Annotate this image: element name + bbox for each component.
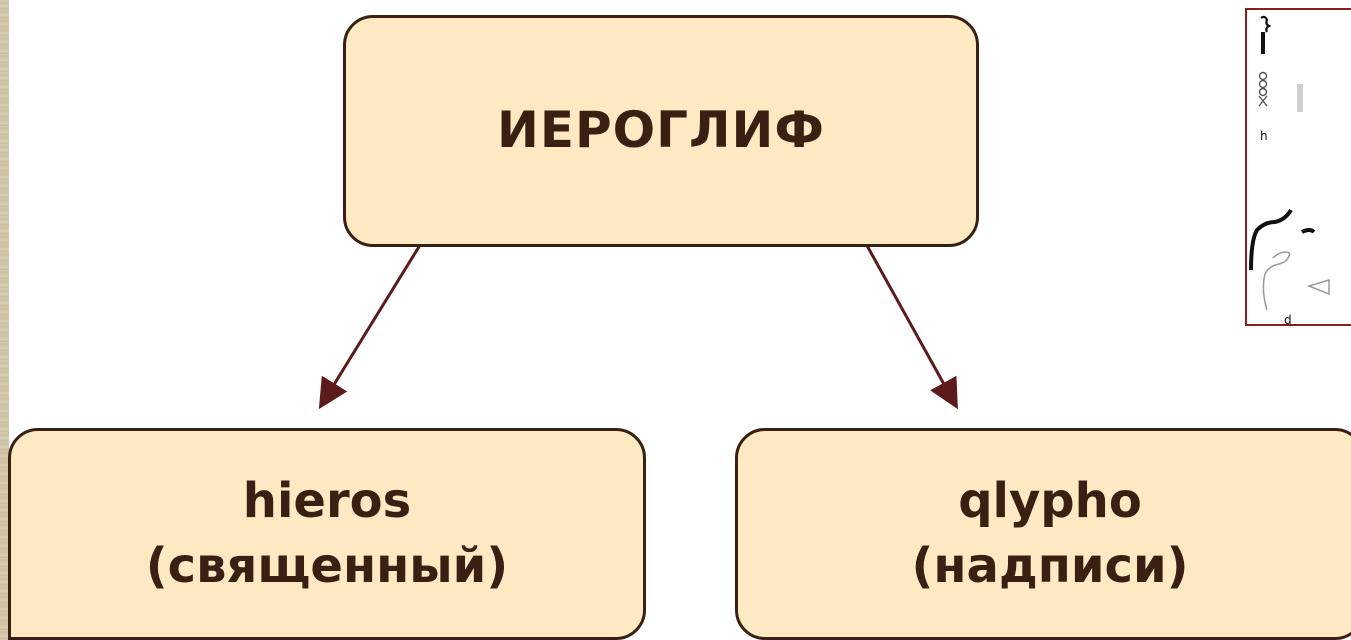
child-node-hieros: hieros (священный) [8,428,646,640]
glyph-label-d: d [1284,313,1292,326]
hieroglyph-image-panel: h d [1245,8,1351,326]
child-node-qlypho: qlypho (надписи) [735,428,1351,640]
reed-glyph-icon [1260,15,1272,54]
mouth-outline-glyph-icon [1306,278,1330,296]
glyph-label-h: h [1260,129,1268,143]
twisted-rope-glyph-icon [1258,71,1268,107]
child-node-meaning: (священный) [145,538,509,594]
arrow-to-left-child [318,223,435,410]
child-node-word: hieros [242,473,412,530]
left-decorative-border [0,0,9,640]
root-node-box: ИЕРОГЛИФ [343,15,979,247]
root-node-label: ИЕРОГЛИФ [497,101,825,160]
hieroglyph-drawings: h d [1249,15,1330,326]
arrow-to-right-child [853,223,958,410]
hand-outline-glyph-icon [1262,251,1291,311]
faded-glyph-icon [1297,84,1303,112]
child-node-meaning: (надписи) [911,538,1189,594]
child-node-word: qlypho [958,473,1142,530]
partial-glyph-icon [1301,228,1316,234]
snake-glyph-icon [1249,208,1293,271]
